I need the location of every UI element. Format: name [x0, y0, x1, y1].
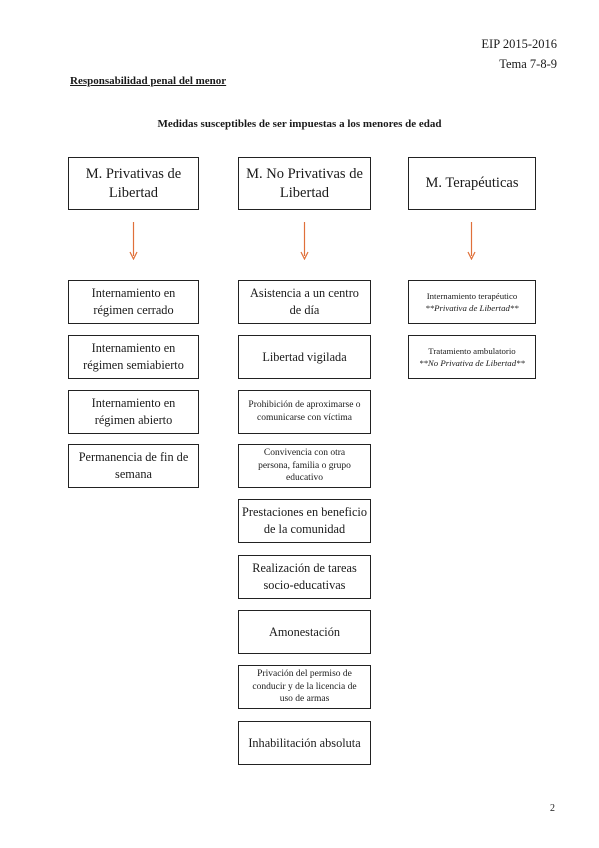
page-number: 2	[550, 803, 555, 814]
measure-line: Internamiento en	[91, 286, 176, 301]
arrow-no-privativas	[300, 222, 309, 260]
measure-line: Inhabilitación absoluta	[248, 735, 361, 750]
measure-line: Convivencia con otra	[263, 447, 346, 458]
measure-line: Tratamiento ambulatorio	[428, 345, 516, 356]
measure-line: Internamiento en	[91, 341, 176, 356]
heading-privativas-line1: M. Privativas de	[85, 166, 182, 183]
measure-box: Convivencia con otra persona, familia o …	[238, 444, 371, 488]
heading-privativas: M. Privativas de Libertad	[68, 157, 199, 210]
measure-line: Prestaciones en beneficio	[242, 505, 367, 520]
diagram-subtitle: Medidas susceptibles de ser impuestas a …	[157, 118, 442, 130]
measure-box: Amonestación	[238, 610, 371, 654]
measure-box: Internamiento terapéutico **Privativa de…	[408, 280, 536, 324]
measure-line: Realización de tareas	[252, 561, 357, 576]
header-course: EIP 2015-2016	[481, 37, 557, 51]
measure-line: régimen semiabierto	[83, 358, 184, 372]
measure-line: Amonestación	[268, 624, 341, 639]
heading-no-privativas-line2: Libertad	[279, 184, 330, 201]
measure-line: régimen cerrado	[93, 303, 174, 317]
measure-box: Permanencia de fin de semana	[68, 444, 199, 488]
measure-box: Asistencia a un centro de día	[238, 280, 371, 324]
measure-note: **No Privativa de Libertad**	[419, 358, 525, 368]
measure-line: Privación del permiso de	[257, 668, 352, 679]
measure-line: Internamiento terapéutico	[426, 290, 518, 301]
heading-terapeuticas: M. Terapéuticas	[408, 157, 536, 210]
measure-box: Privación del permiso de conducir y de l…	[238, 665, 371, 709]
measure-line: Libertad vigilada	[262, 349, 347, 364]
heading-privativas-line2: Libertad	[108, 184, 159, 201]
measure-line: régimen abierto	[94, 413, 173, 427]
measure-line: persona, familia o grupo	[258, 460, 351, 471]
measure-line: Permanencia de fin de	[78, 450, 189, 465]
measure-box: Prestaciones en beneficio de la comunida…	[238, 499, 371, 543]
measure-line: comunicarse con víctima	[257, 413, 352, 423]
heading-terapeuticas-label: M. Terapéuticas	[425, 175, 519, 192]
arrow-privativas	[129, 222, 138, 260]
header-topic: Tema 7-8-9	[499, 57, 557, 71]
arrow-terapeuticas	[467, 222, 476, 260]
measure-box: Prohibición de aproximarse o comunicarse…	[238, 390, 371, 434]
measure-line: de la comunidad	[263, 522, 346, 536]
heading-no-privativas: M. No Privativas de Libertad	[238, 157, 371, 210]
measure-line: educativo	[286, 473, 323, 484]
measure-box: Libertad vigilada	[238, 335, 371, 379]
measure-box: Internamiento en régimen cerrado	[68, 280, 199, 324]
measure-note: **Privativa de Libertad**	[425, 303, 519, 313]
measure-line: socio-educativas	[263, 578, 346, 592]
measure-line: uso de armas	[279, 694, 330, 705]
measure-box: Internamiento en régimen abierto	[68, 390, 199, 434]
section-title: Responsabilidad penal del menor	[70, 75, 227, 87]
measure-line: Asistencia a un centro	[250, 286, 359, 301]
measure-box: Realización de tareas socio-educativas	[238, 555, 371, 599]
measure-box: Internamiento en régimen semiabierto	[68, 335, 199, 379]
measure-line: de día	[289, 303, 320, 317]
measure-line: Internamiento en	[91, 396, 176, 411]
measure-box: Inhabilitación absoluta	[238, 721, 371, 765]
measure-line: semana	[115, 467, 152, 481]
measure-box: Tratamiento ambulatorio **No Privativa d…	[408, 335, 536, 379]
measure-line: conducir y de la licencia de	[252, 681, 357, 692]
measure-line: Prohibición de aproximarse o	[248, 400, 361, 411]
heading-no-privativas-line1: M. No Privativas de	[246, 166, 363, 183]
